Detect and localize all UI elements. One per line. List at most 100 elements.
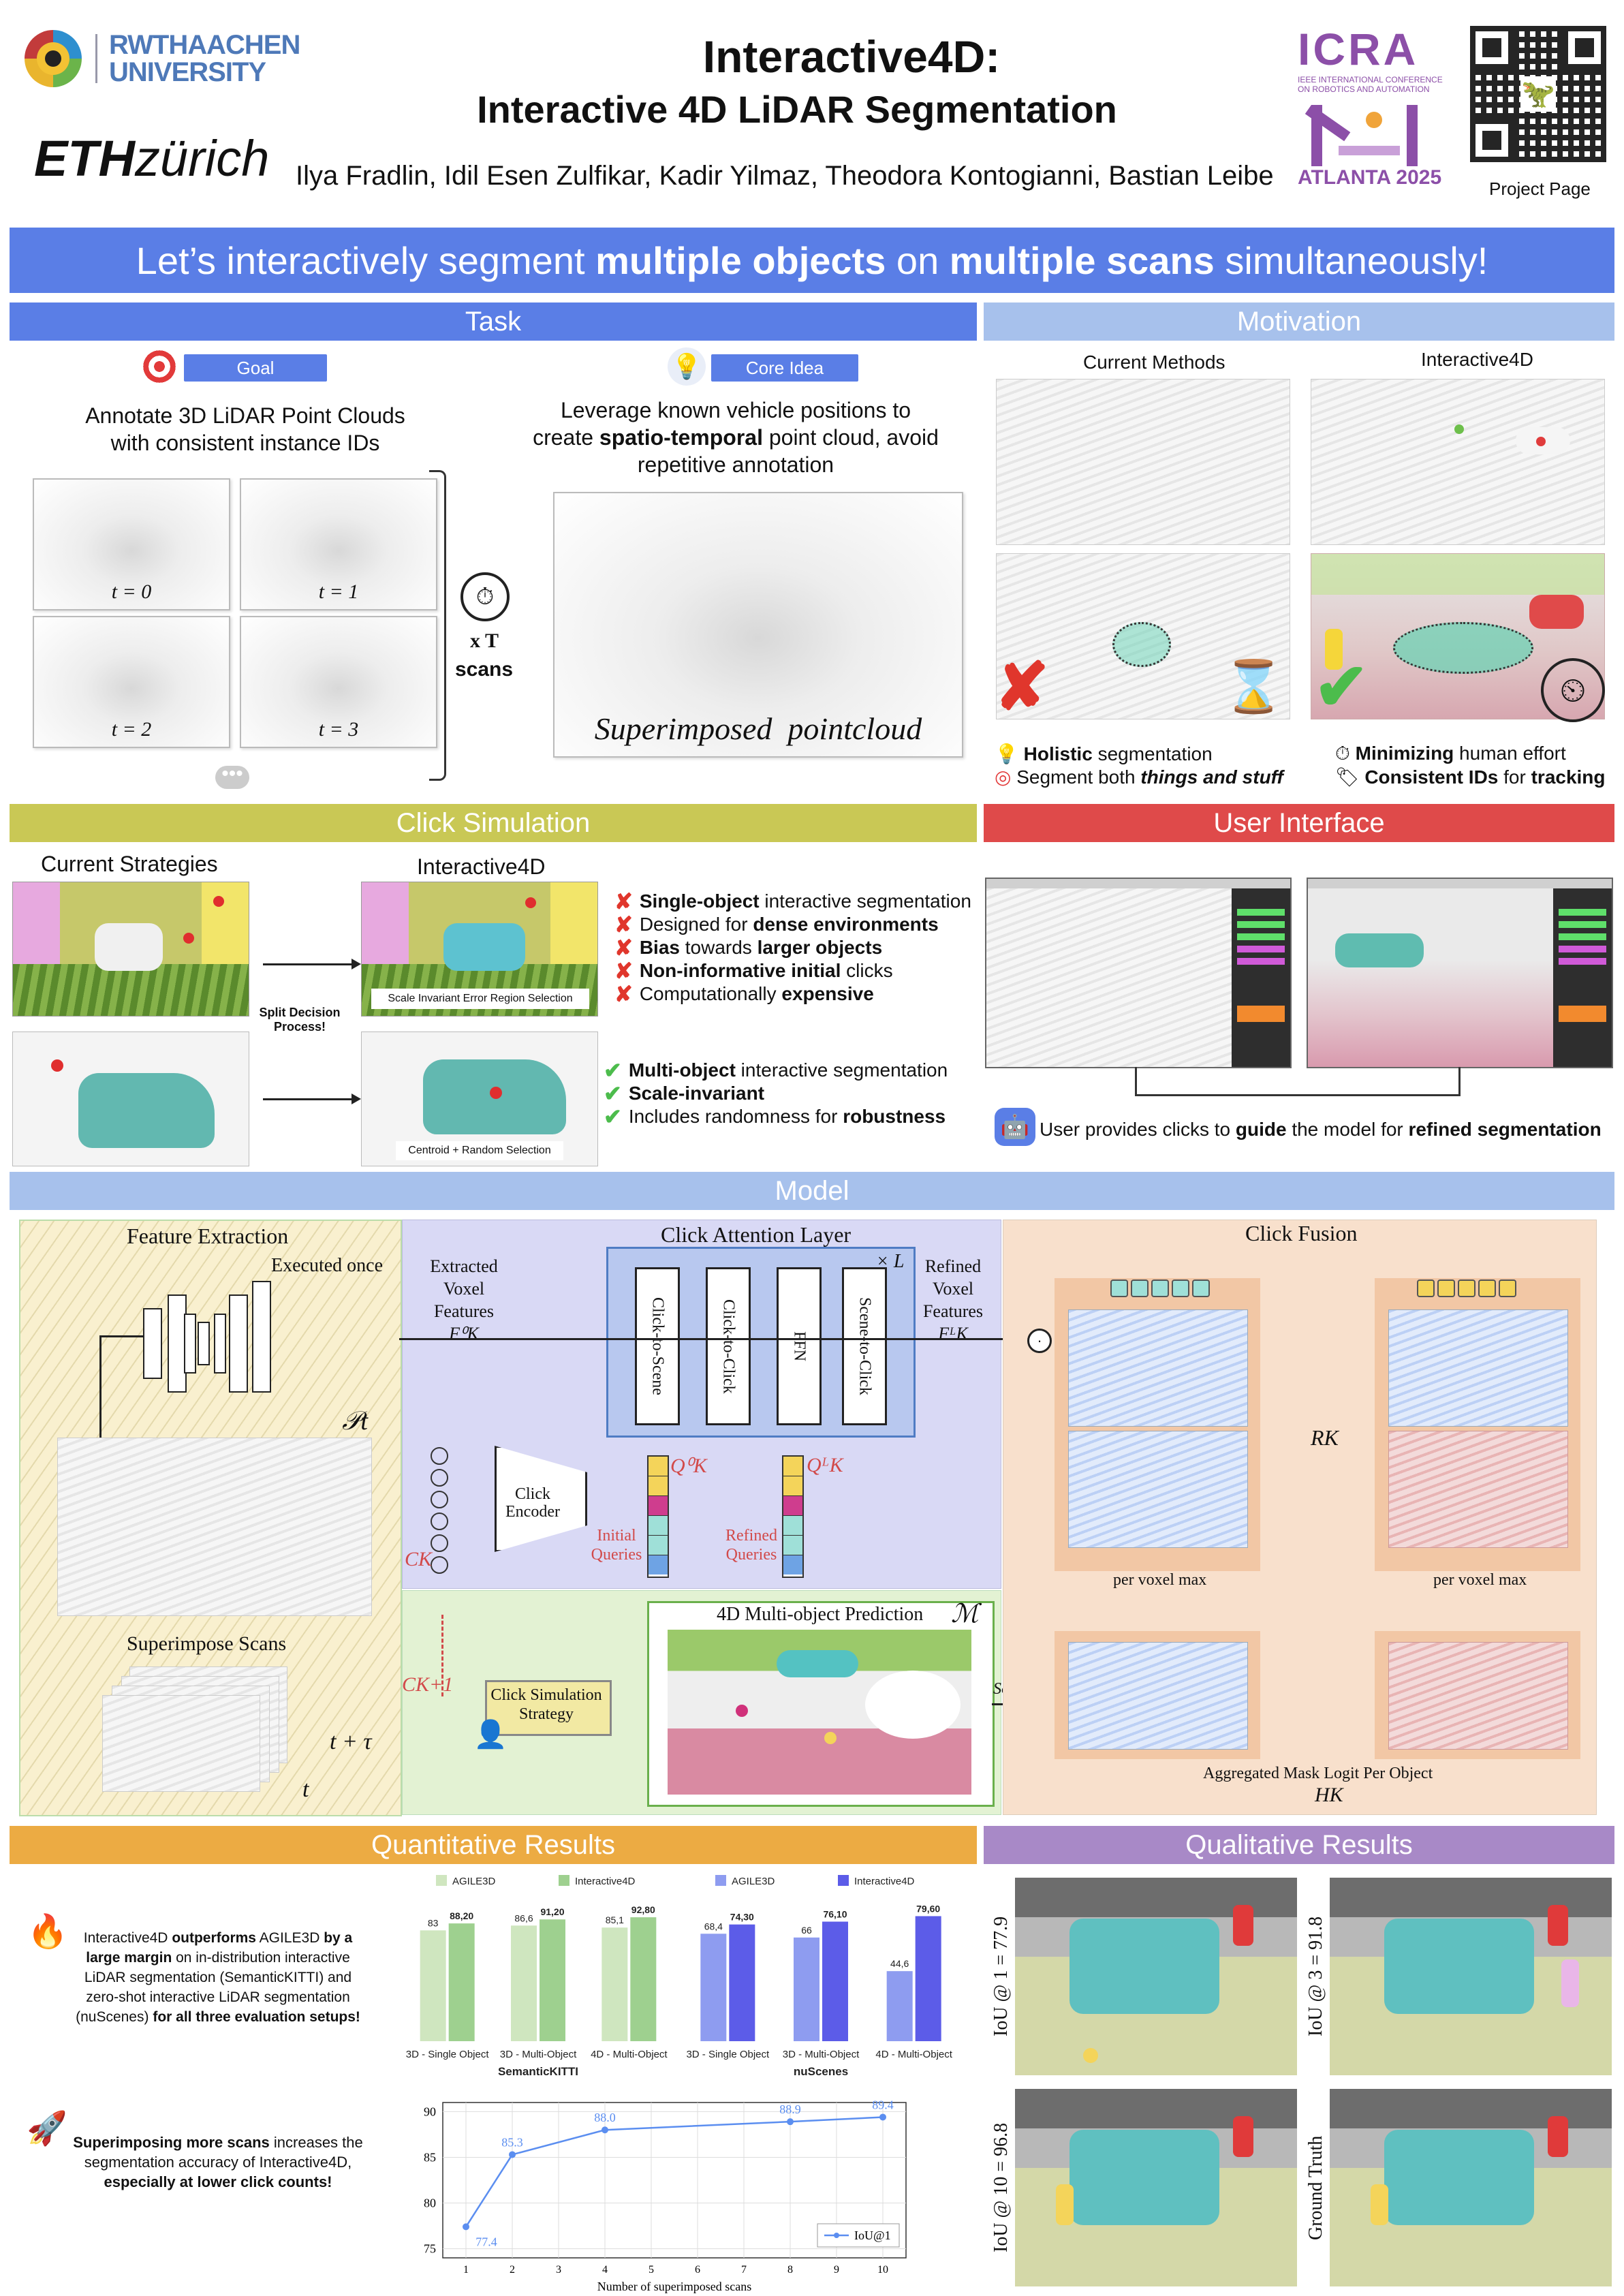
category-label: 3D - Single Object: [406, 2049, 490, 2060]
feedback-dashed-line: [441, 1615, 446, 1696]
robot-arm-icon: [1298, 98, 1448, 166]
qual-label-2: IoU @ 3 = 91.8: [1305, 1916, 1326, 2037]
banner-part2: on: [886, 238, 950, 282]
rocket-icon: 🚀: [27, 2110, 67, 2147]
per-voxel-max-right: per voxel max: [1433, 1571, 1527, 1589]
q2c: especially at lower click counts!: [104, 2173, 332, 2190]
q1e: on in-distribution interactive LiDAR seg…: [76, 1950, 352, 2025]
block-label-1: Click-to-Scene: [649, 1297, 667, 1395]
ui-screenshot-2[interactable]: [1307, 878, 1613, 1068]
mot-b1-rest: segmentation: [1092, 743, 1213, 764]
data-label: 92,80: [631, 1904, 655, 1915]
ql-column: [782, 1455, 804, 1578]
t-label: t: [302, 1777, 309, 1802]
ui-header: User Interface: [984, 804, 1614, 842]
core-text-2c: point cloud, avoid: [762, 425, 939, 450]
q1b: outperforms: [172, 1930, 256, 1946]
data-label: 88.9: [779, 2103, 801, 2116]
bar: [822, 1921, 848, 2041]
legend-swatch: [715, 1875, 726, 1886]
legend-swatch: [436, 1875, 447, 1886]
x-item-3: ✘Bias towards larger objects: [614, 936, 982, 959]
c2-bold: Scale-invariant: [628, 1083, 765, 1104]
css-box[interactable]: [485, 1680, 612, 1736]
dataset-label: SemanticKITTI: [498, 2065, 578, 2078]
interactive4d-bottom: [1311, 553, 1605, 719]
legend-swatch: [838, 1875, 849, 1886]
ui-text-d: refined segmentation: [1408, 1119, 1602, 1140]
click-encoder-l1: Click: [515, 1485, 550, 1503]
motivation-header: Motivation: [984, 302, 1614, 341]
current-strategy-top: [12, 882, 249, 1017]
task-header: Task: [10, 302, 977, 341]
x3-bold: Bias: [639, 937, 680, 958]
bar: [729, 1924, 755, 2041]
prediction-image: [668, 1630, 971, 1795]
click-encoder-l2: Encoder: [505, 1503, 560, 1521]
x-item-5: ✘Computationally expensive: [614, 982, 982, 1006]
qual-label-1: IoU @ 1 = 77.9: [990, 1916, 1012, 2037]
refined-features: Refined Voxel Features FᴸK: [910, 1255, 996, 1345]
x-tick-label: 4: [602, 2264, 608, 2276]
dataset-label: nuScenes: [794, 2065, 848, 2078]
click-sim-header: Click Simulation: [10, 804, 977, 842]
bar: [448, 1923, 475, 2041]
mot-b3-bold: Minimizing: [1355, 743, 1454, 764]
data-label: 88,20: [450, 1910, 473, 1921]
data-label: 85.3: [501, 2135, 523, 2149]
scan-stack: [102, 1666, 320, 1803]
x-tick-label: 6: [695, 2264, 700, 2276]
motivation-col2: Interactive4D: [1421, 349, 1533, 370]
split-decision-label: Split Decision Process!: [259, 1006, 341, 1034]
qual-label-4: Ground Truth: [1305, 2135, 1326, 2240]
cal-title: Click Attention Layer: [661, 1222, 852, 1247]
core-text-3: repetitive annotation: [637, 452, 834, 477]
speed-icon: ⏲: [1541, 658, 1605, 722]
scan-t2: t = 2: [33, 616, 230, 748]
project-page-label: Project Page: [1489, 179, 1591, 199]
caption-centroid: Centroid + Random Selection: [396, 1141, 563, 1160]
x-tick-label: 2: [510, 2264, 515, 2276]
q0-column: [647, 1455, 669, 1578]
block-scene-to-click: Scene-to-Click: [842, 1267, 887, 1425]
ui-text-a: User provides clicks to: [1040, 1119, 1236, 1140]
initial-q-l1: Initial: [597, 1527, 636, 1545]
data-label: 86,6: [514, 1912, 533, 1923]
mot-b1-bold: Holistic: [1023, 743, 1093, 764]
mot-b3-rest: human effort: [1454, 743, 1566, 764]
eth-logo: ETHzürich: [34, 129, 269, 187]
scan-t0: t = 0: [33, 478, 230, 610]
core-text-2: create spatio-temporal point cloud, avoi…: [504, 425, 967, 450]
ui-screenshot-1[interactable]: [985, 878, 1292, 1068]
scans-label: scans: [455, 658, 514, 681]
x-icon: ✘: [614, 982, 633, 1006]
y-tick-label: 85: [424, 2150, 436, 2164]
legend-label: AGILE3D: [732, 1876, 775, 1887]
ui-text-b: guide: [1235, 1119, 1287, 1140]
ck1-label: CK+1: [402, 1673, 454, 1696]
scan-t1-label: t = 1: [318, 580, 359, 603]
pt-label: 𝒫t: [342, 1407, 368, 1436]
poster-title: Interactive4D:: [702, 31, 1001, 82]
x-tick-label: 5: [649, 2264, 654, 2276]
arrow-top: [263, 959, 361, 969]
refined-l1: Refined: [924, 1256, 982, 1276]
i4d-strategy-bottom: Centroid + Random Selection: [361, 1031, 598, 1166]
x-tick-label: 8: [787, 2264, 793, 2276]
scan-t0-label: t = 0: [111, 580, 152, 603]
click-fusion-title: Click Fusion: [1245, 1221, 1358, 1245]
qr-code[interactable]: 🦖: [1470, 26, 1606, 162]
refined-l3: Features: [922, 1301, 984, 1321]
mot-b2-b: things and stuff: [1140, 766, 1283, 788]
data-label: 76,10: [823, 1909, 847, 1920]
x-tick-label: 3: [556, 2264, 561, 2276]
block-click-to-scene: Click-to-Scene: [635, 1267, 680, 1425]
tag-small-icon: 🏷: [1335, 766, 1360, 788]
refined-q-l2: Queries: [725, 1546, 777, 1564]
goal-text-2: with consistent instance IDs: [110, 431, 380, 455]
icra-logo: ICRA IEEE INTERNATIONAL CONFERENCE ON RO…: [1298, 23, 1448, 200]
data-point: [879, 2113, 886, 2121]
bulb-small-icon: 💡: [995, 743, 1018, 764]
superimposed-pointcloud: Superimposed pointcloud: [553, 492, 963, 758]
red-x-icon: ✘: [994, 651, 1050, 724]
